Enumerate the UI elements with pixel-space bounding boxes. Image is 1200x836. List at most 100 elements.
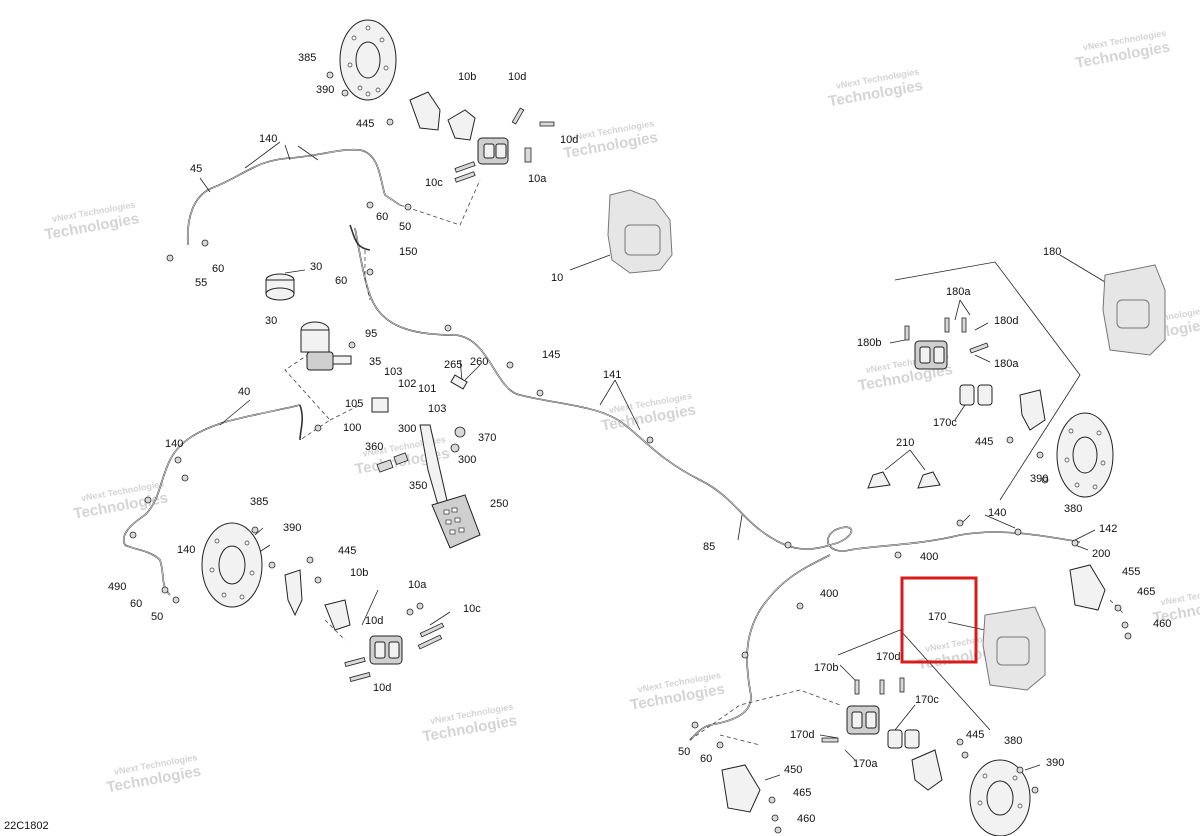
part-label: 105 <box>345 398 363 410</box>
bolt-icon <box>417 634 443 650</box>
part-label: 465 <box>793 787 811 799</box>
part-label: 60 <box>130 598 142 610</box>
caliper-right-icon <box>914 340 948 370</box>
master-cylinder-icon <box>300 321 352 371</box>
part-label: 180b <box>857 337 881 349</box>
bolt-icon <box>539 121 555 127</box>
bolt-icon <box>419 622 445 638</box>
part-label: 390 <box>1046 757 1064 769</box>
part-label: 85 <box>703 541 715 553</box>
bolt-icon <box>961 317 967 333</box>
bracket-icon <box>1019 389 1046 431</box>
caliper-reference-icon <box>607 189 673 274</box>
part-label: 170c <box>933 417 957 429</box>
brake-rotor-front-left-icon <box>339 19 397 101</box>
caliper-front-icon <box>477 137 509 165</box>
part-label: 10d <box>508 71 526 83</box>
part-label: 200 <box>1092 548 1110 560</box>
part-label: 380 <box>1064 503 1082 515</box>
part-label: 142 <box>1099 523 1117 535</box>
part-label: 140 <box>259 133 277 145</box>
part-label: 390 <box>283 522 301 534</box>
part-labels: 385 390 445 10b 10d 10d 10c 10a 140 45 6… <box>108 52 1171 825</box>
front-left-hose <box>186 148 401 246</box>
part-label: 210 <box>896 437 914 449</box>
part-label: 55 <box>195 277 207 289</box>
part-label: 30 <box>310 261 322 273</box>
bolt-icon <box>879 679 885 695</box>
part-label: 180a <box>946 286 971 298</box>
bolt-icon <box>454 171 476 183</box>
part-label: 350 <box>409 480 427 492</box>
bracket-icon <box>721 764 761 813</box>
part-label: 101 <box>418 383 436 395</box>
part-label: 103 <box>428 403 446 415</box>
part-label: 170c <box>915 694 939 706</box>
part-label: 370 <box>478 432 496 444</box>
bolt-icon <box>524 147 532 163</box>
brake-pad-icon <box>977 384 993 406</box>
part-label: 10b <box>458 71 476 83</box>
part-label: 390 <box>1030 473 1048 485</box>
brake-rotor-right-icon <box>1056 412 1114 498</box>
clevis-icon <box>371 397 389 413</box>
highlight-box <box>900 576 978 664</box>
caliper-left-icon <box>369 635 403 665</box>
part-label: 180d <box>994 315 1018 327</box>
part-label: 10 <box>551 272 563 284</box>
bolt-icon <box>349 671 371 683</box>
part-label: 260 <box>470 356 488 368</box>
part-label: 465 <box>1137 586 1155 598</box>
reservoir-cap-icon <box>265 273 295 301</box>
part-label: 360 <box>365 441 383 453</box>
part-label: 30 <box>265 315 277 327</box>
part-label: 50 <box>151 611 163 623</box>
part-label: 385 <box>298 52 316 64</box>
brake-pad-icon <box>887 729 903 749</box>
part-label: 140 <box>177 544 195 556</box>
rear-brake-line <box>689 554 831 741</box>
brake-pad-icon <box>959 384 975 406</box>
brake-rotor-left-icon <box>201 522 263 608</box>
part-label: 450 <box>784 764 802 776</box>
part-label: 400 <box>820 588 838 600</box>
part-label: 10a <box>408 579 427 591</box>
part-label: 95 <box>365 328 377 340</box>
part-label: 60 <box>212 263 224 275</box>
part-label: 445 <box>966 729 984 741</box>
part-label: 490 <box>108 581 126 593</box>
part-label: 141 <box>603 369 621 381</box>
bushing-icon <box>376 459 394 473</box>
brake-rotor-rear-icon <box>969 759 1031 836</box>
part-label: 145 <box>542 349 560 361</box>
bolt-icon <box>454 161 476 173</box>
part-label: 40 <box>238 386 250 398</box>
bolt-icon <box>899 677 905 693</box>
clip-icon <box>867 471 891 489</box>
bolt-icon <box>904 325 910 341</box>
nut-icon <box>454 426 466 438</box>
part-label: 170d <box>790 729 814 741</box>
part-label: 50 <box>399 221 411 233</box>
bracket-icon <box>911 749 943 791</box>
part-label: 445 <box>356 118 374 130</box>
brake-pedal-icon <box>419 424 481 549</box>
part-label: 170a <box>853 758 878 770</box>
caliper-reference-icon <box>982 606 1046 691</box>
bolt-icon <box>821 737 839 743</box>
parts <box>129 19 1166 836</box>
brake-lines <box>123 148 1081 741</box>
nut-icon <box>450 443 460 453</box>
part-label: 455 <box>1122 566 1140 578</box>
diagram-code: 22C1802 <box>4 820 49 832</box>
part-label: 445 <box>975 436 993 448</box>
caliper-rear-icon <box>846 705 880 735</box>
part-label: 102 <box>398 378 416 390</box>
part-label: 300 <box>458 454 476 466</box>
part-label: 10c <box>463 603 481 615</box>
